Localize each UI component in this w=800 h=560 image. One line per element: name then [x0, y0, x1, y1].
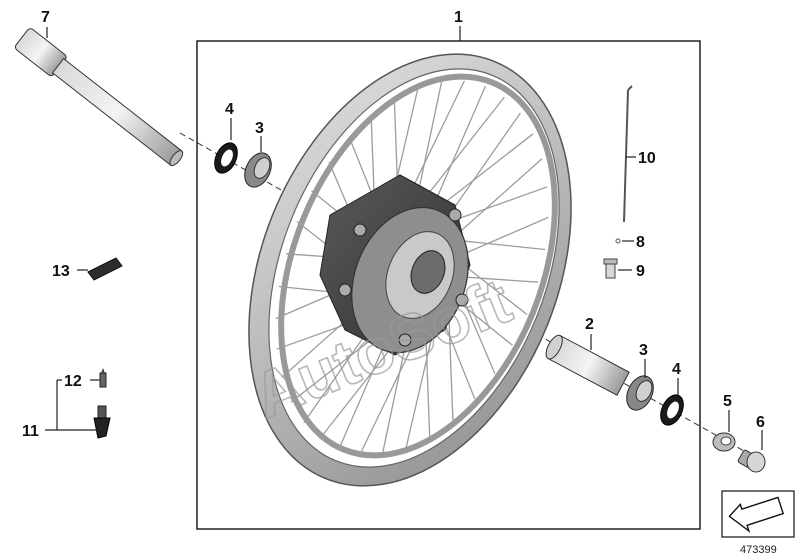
leader-lines — [45, 26, 763, 450]
bearing-icon — [244, 152, 272, 188]
hub — [319, 174, 471, 356]
assembly-frame — [196, 40, 701, 530]
callout-4-left: 4 — [225, 101, 234, 118]
callout-3-left: 3 — [255, 120, 264, 137]
balance-weight-icon — [87, 257, 123, 281]
callout-10: 10 — [638, 150, 656, 167]
callout-8: 8 — [636, 234, 645, 251]
callout-11: 11 — [22, 423, 39, 440]
callout-12: 12 — [64, 373, 82, 390]
document-number: 473399 — [740, 544, 777, 556]
spoke-icon — [623, 85, 633, 223]
callout-labels: 1 7 4 3 10 8 9 13 2 3 4 5 6 12 11 — [22, 9, 765, 440]
axle-shaft-icon — [14, 28, 184, 167]
spacer-sleeve-icon — [545, 334, 630, 396]
direction-arrow-icon — [721, 490, 795, 538]
seal-ring-icon-right — [660, 394, 684, 426]
callout-3-right: 3 — [639, 342, 648, 359]
callout-4-right: 4 — [672, 361, 681, 378]
valve-core-icon — [99, 368, 107, 388]
nipple-icon — [615, 238, 621, 244]
callout-9: 9 — [636, 263, 645, 280]
valve-icon — [93, 405, 111, 439]
callout-6: 6 — [756, 414, 765, 431]
callout-1: 1 — [454, 9, 463, 26]
bearing-icon-right — [626, 375, 654, 411]
callout-2: 2 — [585, 316, 594, 333]
wheel-assembly — [248, 53, 572, 487]
nipple-screw-icon — [603, 258, 618, 279]
collar-bush-icon — [712, 432, 736, 452]
seal-ring-icon — [214, 142, 238, 174]
axle-bolt-icon — [737, 449, 766, 473]
callout-5: 5 — [723, 393, 732, 410]
callout-13: 13 — [52, 263, 70, 280]
callout-7: 7 — [41, 9, 50, 26]
